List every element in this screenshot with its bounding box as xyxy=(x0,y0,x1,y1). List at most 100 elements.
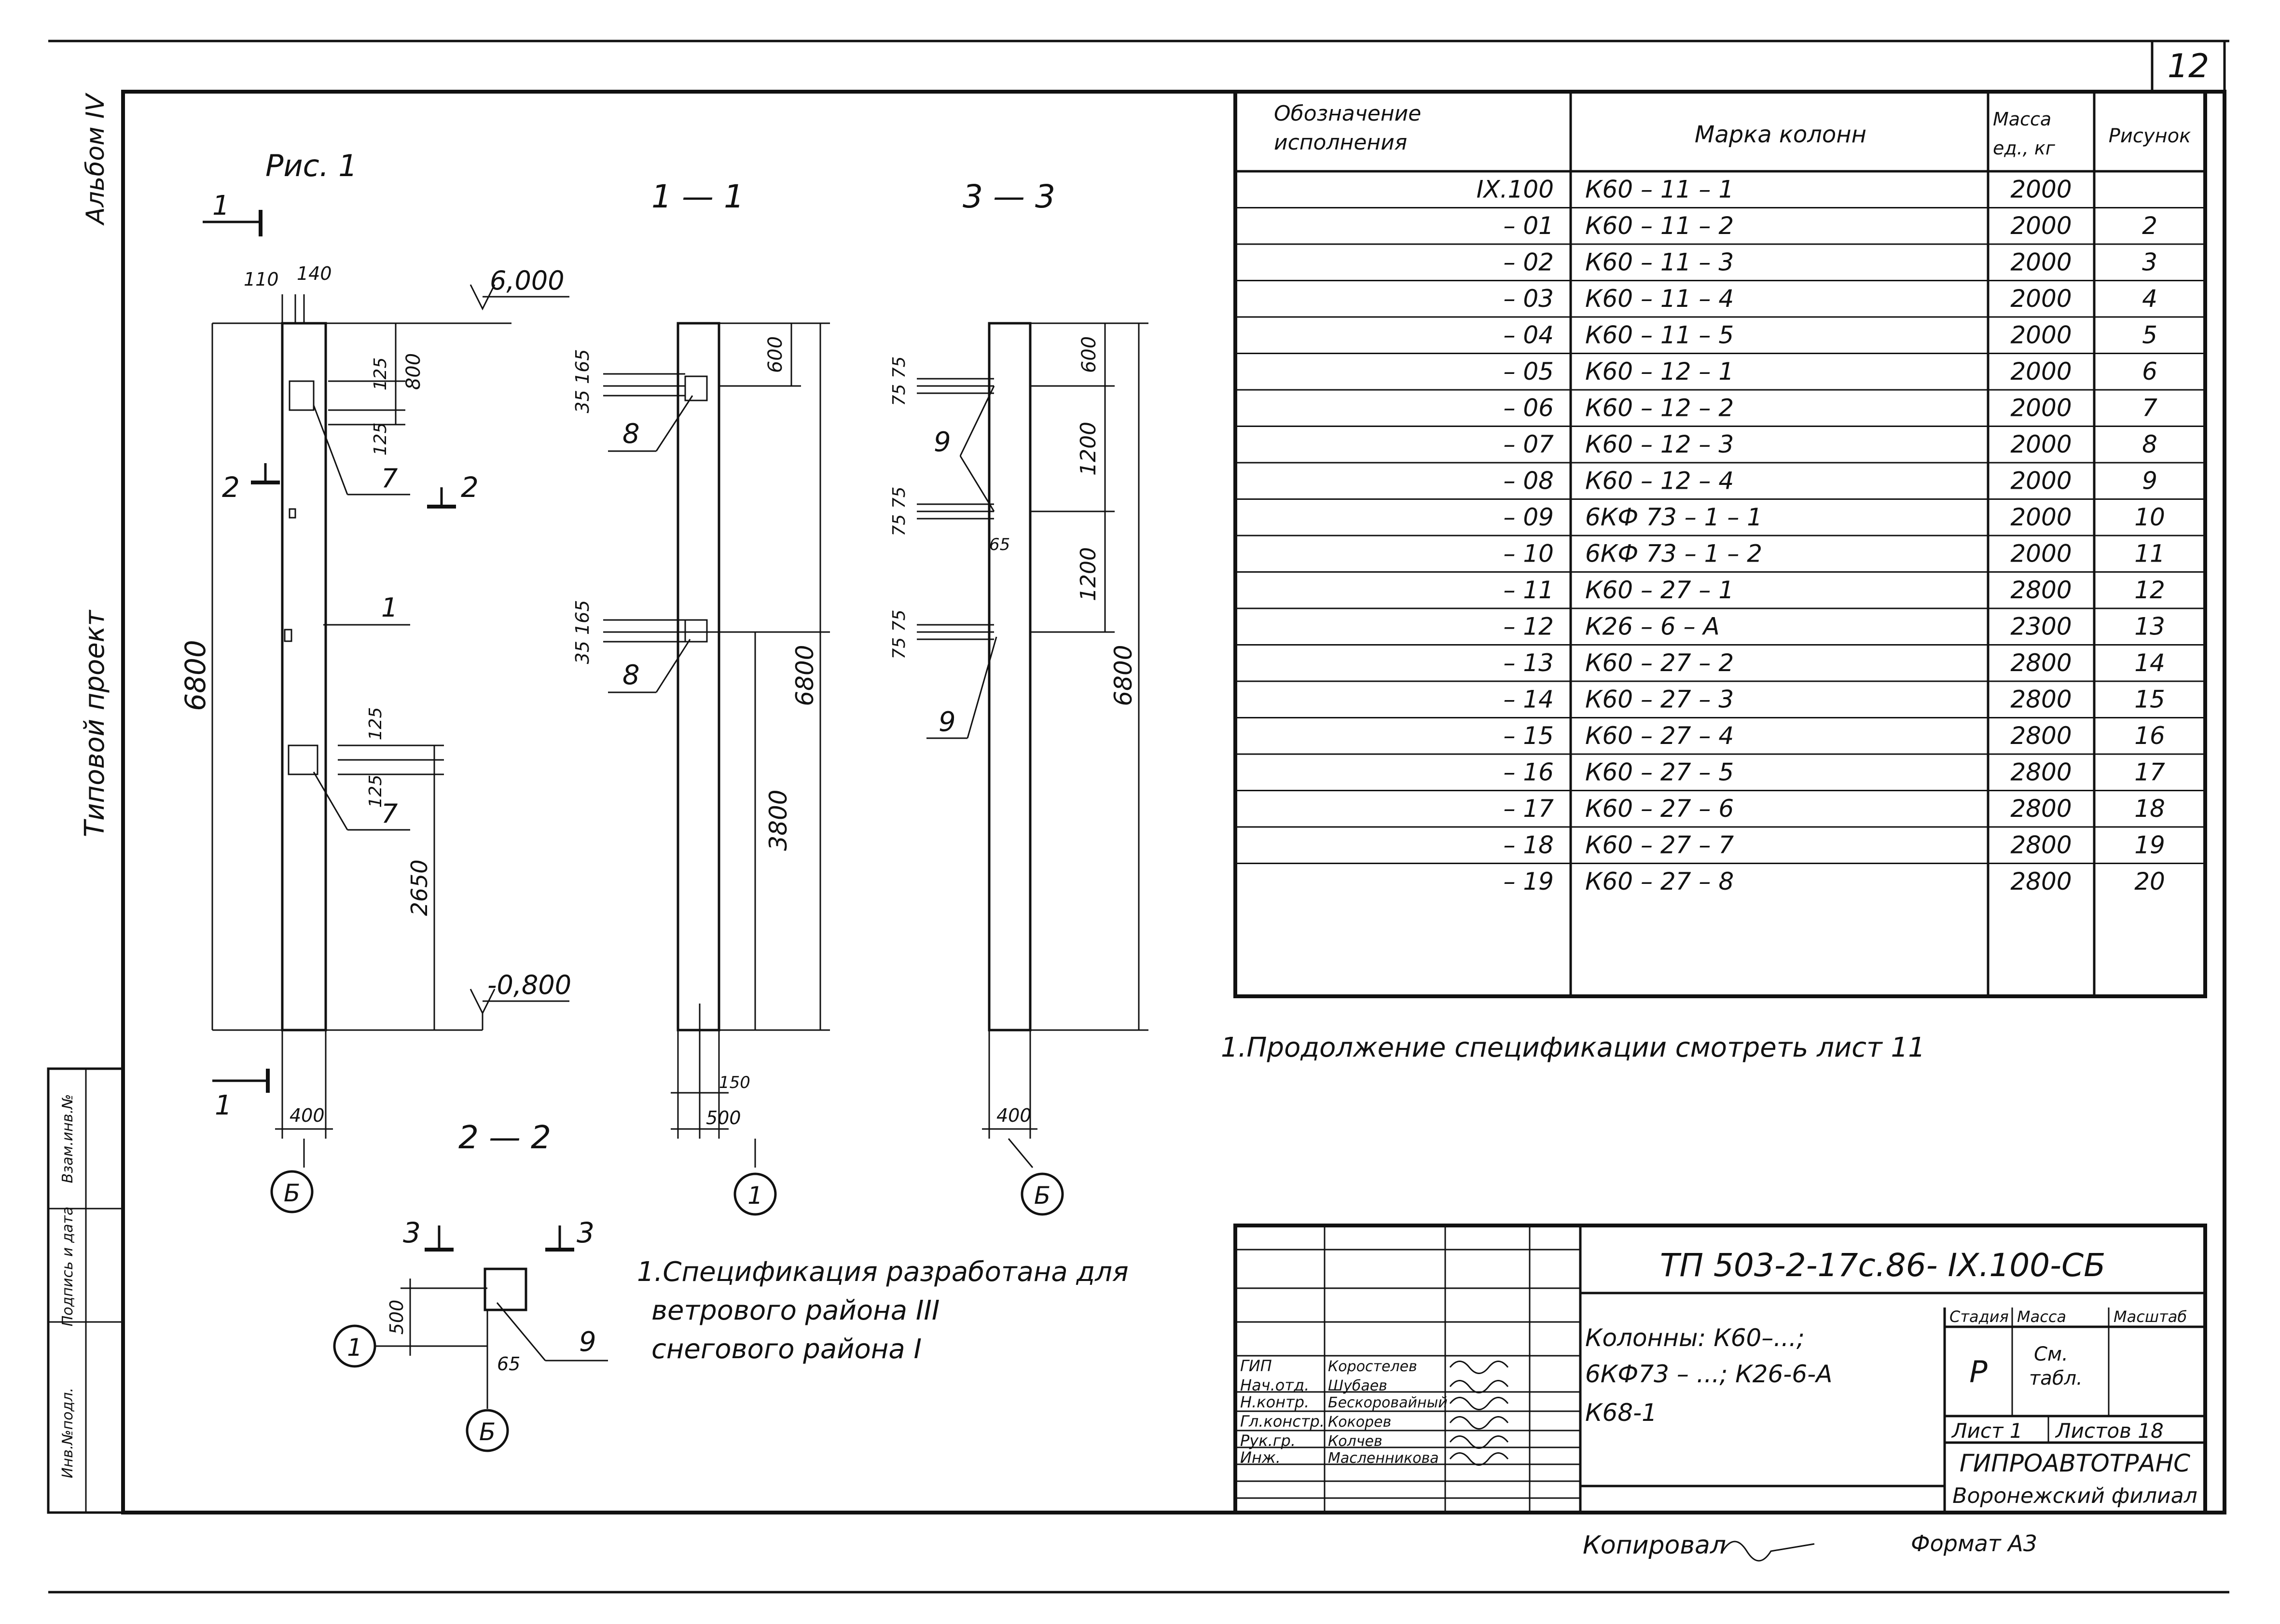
copied-signature xyxy=(1722,1541,1815,1562)
elevation-top: 6,000 xyxy=(470,265,569,311)
mass-label: Масса xyxy=(2017,1307,2066,1326)
row-designation: – 05 xyxy=(1503,358,1554,385)
section-1-1-insert-top xyxy=(684,375,708,401)
s3-dim-65: 65 xyxy=(989,535,1010,554)
section-2-2-title: 2 — 2 xyxy=(458,1119,551,1156)
axis-marker-2: 1 xyxy=(733,1139,777,1216)
signature-name: Бескоровайный xyxy=(1328,1394,1448,1411)
cut-marker-1-top: 1 xyxy=(203,190,263,236)
row-mark: К60 – 12 – 2 xyxy=(1585,394,1734,422)
s3-dim-75-75-c: 75 75 xyxy=(889,609,909,659)
row-mass: 2300 xyxy=(2010,612,2072,640)
dim-2650: 2650 xyxy=(406,859,432,916)
row-mark: К60 – 12 – 1 xyxy=(1585,358,1734,385)
s3-dim-75-75-b: 75 75 xyxy=(889,486,909,536)
cut-marker-2-right-label: 2 xyxy=(461,471,479,504)
s1-dim-3800: 3800 xyxy=(764,789,792,851)
handwritten-signature xyxy=(1449,1435,1509,1449)
strip-sign-label: Подпись и дата xyxy=(59,1207,76,1327)
sheet-number-box: 12 xyxy=(2151,40,2226,93)
row-mass: 2000 xyxy=(2010,321,2072,349)
s2-dim-65: 65 xyxy=(497,1353,520,1375)
row-figure: 18 xyxy=(2134,795,2165,823)
callout-7-top: 7 xyxy=(381,463,398,494)
row-mark: К60 – 12 – 3 xyxy=(1585,430,1734,458)
row-mass: 2800 xyxy=(2010,795,2072,823)
row-mark: 6КФ 73 – 1 – 2 xyxy=(1585,539,1762,567)
section-1-1-leaders: 8 8 xyxy=(608,395,693,693)
dim-125-d: 125 xyxy=(366,775,386,808)
header-mark: Марка колонн xyxy=(1695,121,1866,148)
row-figure: 7 xyxy=(2142,394,2157,422)
header-designation-1: Обозначение xyxy=(1274,101,1421,126)
dim-110: 110 xyxy=(244,269,279,290)
callout-8-bottom: 8 xyxy=(622,660,640,691)
s2-dim-500: 500 xyxy=(386,1300,407,1335)
signature-role: Гл.констр. xyxy=(1240,1412,1325,1431)
section-2-2-column xyxy=(484,1267,527,1311)
row-mass: 2000 xyxy=(2010,358,2072,385)
dim-140: 140 xyxy=(297,263,332,284)
row-designation: – 11 xyxy=(1503,576,1554,604)
row-figure: 19 xyxy=(2134,831,2165,859)
row-mark: К60 – 11 – 5 xyxy=(1585,321,1734,349)
elevation-bottom-value: -0,800 xyxy=(487,970,571,1000)
dim-125-b: 125 xyxy=(371,423,390,456)
row-figure: 4 xyxy=(2142,285,2157,313)
row-mass: 2000 xyxy=(2010,175,2072,203)
row-figure: 12 xyxy=(2134,576,2165,604)
row-mark: К60 – 27 – 5 xyxy=(1585,758,1734,786)
signature-name: Колчев xyxy=(1328,1433,1382,1450)
axis-marker-4-label: 1 xyxy=(347,1334,362,1362)
row-designation: – 13 xyxy=(1503,649,1554,677)
axis-marker-2-label: 1 xyxy=(747,1182,763,1210)
row-designation: – 07 xyxy=(1503,430,1554,458)
row-mass: 2800 xyxy=(2010,831,2072,859)
row-mass: 2800 xyxy=(2010,685,2072,713)
row-figure: 2 xyxy=(2142,212,2157,240)
axis-marker-5-label: Б xyxy=(479,1418,496,1446)
s1-dim-600: 600 xyxy=(764,336,787,373)
front-dimensions: 6800 110 140 800 125 125 125 125 2650 40… xyxy=(179,263,511,1139)
main-frame xyxy=(121,90,2226,1514)
callout-9-c: 9 xyxy=(579,1326,596,1358)
dim-125-a: 125 xyxy=(371,358,390,391)
s1-dim-150: 150 xyxy=(719,1073,750,1092)
row-mass: 2000 xyxy=(2010,430,2072,458)
s3-dim-6800: 6800 xyxy=(1109,645,1137,706)
row-mass: 2800 xyxy=(2010,758,2072,786)
row-mass: 2000 xyxy=(2010,394,2072,422)
mass-value-1: См. xyxy=(2034,1343,2068,1365)
embedded-part-bottom xyxy=(288,744,318,775)
continuation-note: 1.Продолжение спецификации смотреть лист… xyxy=(1221,1032,1925,1063)
signature-name: Кокорев xyxy=(1328,1414,1391,1431)
dim-400-front: 400 xyxy=(290,1105,325,1126)
section-1-1-column xyxy=(677,322,720,1032)
left-inventory-strip: Инв.№подл. Подпись и дата Взам.инв.№ xyxy=(47,1067,124,1514)
header-mass-1: Масса xyxy=(1993,109,2051,130)
s3-dim-1200-b: 1200 xyxy=(1076,547,1101,601)
cut-marker-3-right-label: 3 xyxy=(577,1216,594,1249)
s1-dim-6800: 6800 xyxy=(791,645,819,706)
axis-marker-5: Б xyxy=(466,1390,509,1452)
axis-marker-4: 1 xyxy=(333,1324,401,1368)
row-mark: К60 – 27 – 3 xyxy=(1585,685,1734,713)
header-mass-2: ед., кг xyxy=(1993,138,2056,159)
row-designation: – 04 xyxy=(1503,321,1554,349)
row-designation: – 02 xyxy=(1503,248,1554,276)
row-designation: – 16 xyxy=(1503,758,1554,786)
spec-note: 1.Спецификация разработана для ветрового… xyxy=(637,1256,1129,1365)
dim-6800-front: 6800 xyxy=(179,640,212,711)
callout-9-a: 9 xyxy=(934,427,951,458)
cut-marker-2: 2 2 xyxy=(222,463,479,509)
dim-800: 800 xyxy=(402,353,425,390)
row-designation: – 19 xyxy=(1503,867,1554,895)
axis-marker-3: Б xyxy=(1008,1138,1064,1216)
row-figure: 6 xyxy=(2142,358,2157,385)
org-branch: Воронежский филиал xyxy=(1952,1484,2197,1508)
callout-9-b: 9 xyxy=(939,706,956,738)
signature-role: ГИП xyxy=(1240,1357,1272,1375)
row-designation: – 09 xyxy=(1503,503,1554,531)
row-mass: 2800 xyxy=(2010,722,2072,750)
s3-dim-600: 600 xyxy=(1078,336,1100,373)
